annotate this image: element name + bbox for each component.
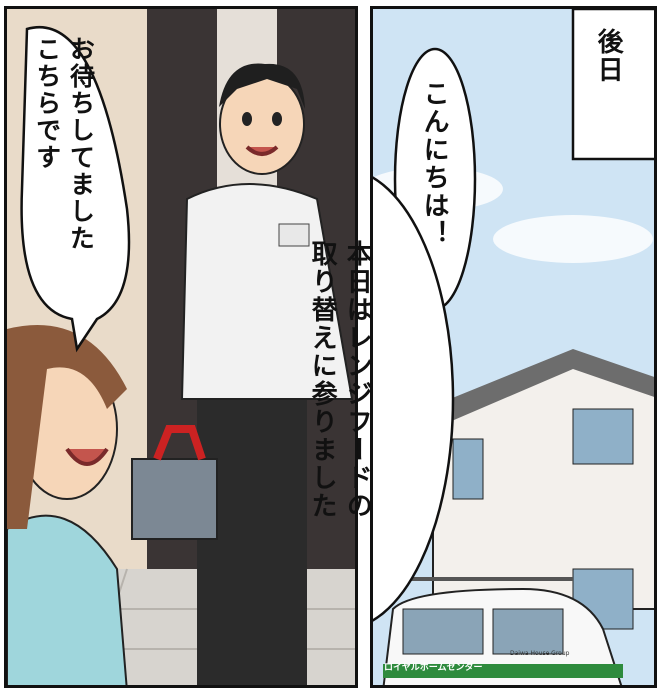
left-panel-illustration <box>7 9 355 685</box>
left-panel <box>4 6 358 688</box>
van-small-text: Daiwa House Group <box>510 650 570 657</box>
main-speech-text: 本日はレンジフードの 取り替えに参りました <box>307 240 373 520</box>
left-speech-text: お待ちしてました こちらです <box>32 36 96 252</box>
house <box>413 349 654 630</box>
van-logo-text: ロイヤルホームセンター <box>384 663 483 673</box>
caption-box <box>571 9 654 161</box>
hello-speech-text: こんにちは！ <box>419 80 450 248</box>
woman <box>7 325 128 685</box>
speech-bubble-main <box>373 176 455 622</box>
right-panel <box>370 6 657 688</box>
toolbox <box>131 425 218 540</box>
man-hair <box>219 63 305 109</box>
van <box>382 577 623 685</box>
right-panel-illustration <box>373 9 654 685</box>
speech-bubble-left <box>20 26 131 353</box>
caption-text: 後日 <box>593 28 624 84</box>
